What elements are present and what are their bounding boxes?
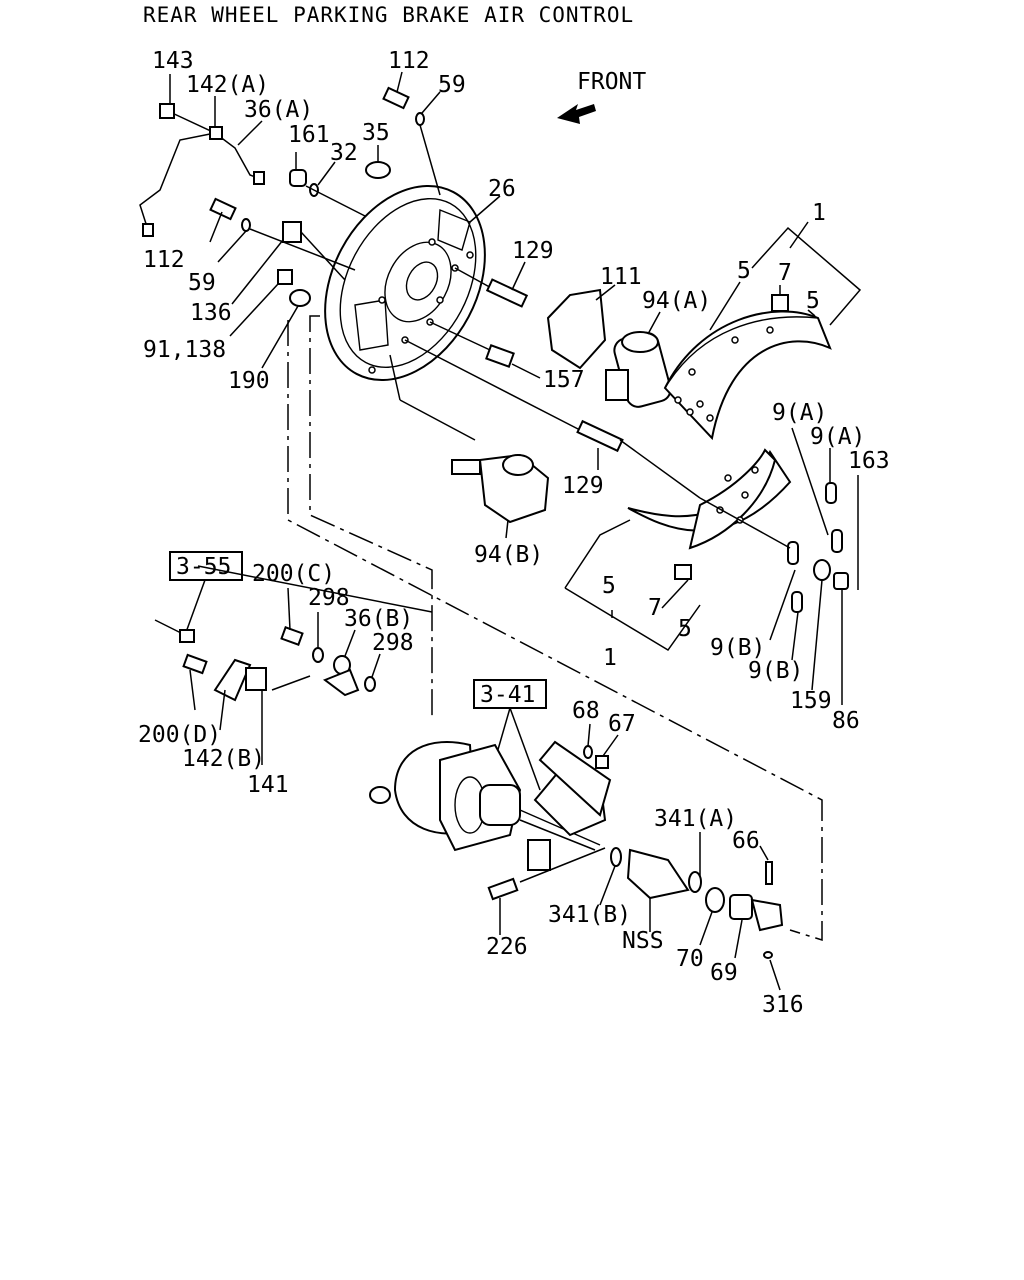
callout-1-upper: 1 bbox=[812, 200, 826, 226]
callouts: 143 142(A) 36(A) 112 59 161 32 35 26 112… bbox=[138, 48, 890, 1018]
callout-316: 316 bbox=[762, 992, 804, 1018]
callout-157: 157 bbox=[543, 367, 585, 393]
callout-36b: 36(B) bbox=[344, 606, 413, 632]
callout-226: 226 bbox=[486, 934, 528, 960]
callout-32: 32 bbox=[330, 140, 358, 166]
callout-298-upper: 298 bbox=[308, 585, 350, 611]
callout-141: 141 bbox=[247, 772, 289, 798]
air-hose bbox=[139, 103, 265, 237]
yoke-parts bbox=[487, 723, 784, 991]
callout-59-left: 59 bbox=[188, 270, 216, 296]
callout-94b: 94(B) bbox=[474, 542, 543, 568]
callout-5-lower-right: 5 bbox=[678, 616, 692, 642]
callout-142a: 142(A) bbox=[186, 72, 269, 98]
callout-7-upper: 7 bbox=[778, 260, 792, 286]
callout-67: 67 bbox=[608, 711, 636, 737]
callout-200d: 200(D) bbox=[138, 722, 221, 748]
brake-shoe-lower bbox=[564, 448, 792, 652]
anchor-studs bbox=[429, 261, 616, 379]
assembly-lines bbox=[287, 315, 823, 942]
callout-86: 86 bbox=[832, 708, 860, 734]
callout-129-lower: 129 bbox=[562, 473, 604, 499]
callout-161: 161 bbox=[288, 122, 330, 148]
brake-shoe-upper bbox=[663, 221, 862, 441]
hose-bolt-icon bbox=[159, 103, 175, 119]
callout-5-upper-right: 5 bbox=[806, 288, 820, 314]
callout-190: 190 bbox=[228, 368, 270, 394]
callout-200c: 200(C) bbox=[252, 561, 335, 587]
callout-nss: NSS bbox=[622, 928, 664, 954]
diagram-title: REAR WHEEL PARKING BRAKE AIR CONTROL bbox=[143, 3, 634, 27]
callout-7-lower: 7 bbox=[648, 595, 662, 621]
callout-94a: 94(A) bbox=[642, 288, 711, 314]
air-chamber bbox=[369, 740, 612, 883]
leader-lines-upper bbox=[169, 71, 501, 369]
callout-341b: 341(B) bbox=[548, 902, 631, 928]
callout-9b-upper: 9(B) bbox=[710, 635, 765, 661]
callout-9b-lower: 9(B) bbox=[748, 658, 803, 684]
callout-341a: 341(A) bbox=[654, 806, 737, 832]
callout-9a-left: 9(A) bbox=[772, 400, 827, 426]
callout-112-top: 112 bbox=[388, 48, 430, 74]
callout-111: 111 bbox=[600, 264, 642, 290]
callout-163: 163 bbox=[848, 448, 890, 474]
callout-91-138: 91,138 bbox=[143, 337, 226, 363]
ref-label-3-41: 3-41 bbox=[480, 682, 535, 708]
reference-3-41: 3-41 bbox=[473, 679, 547, 791]
callout-70: 70 bbox=[676, 946, 704, 972]
reference-3-55: 3-55 bbox=[169, 551, 243, 636]
brake-plate-111 bbox=[546, 288, 607, 370]
callout-35: 35 bbox=[362, 120, 390, 146]
callout-1-lower: 1 bbox=[603, 645, 617, 671]
front-label: FRONT bbox=[577, 69, 646, 95]
callout-143: 143 bbox=[152, 48, 194, 74]
wheel-cylinder-b bbox=[389, 339, 624, 539]
callout-66: 66 bbox=[732, 828, 760, 854]
callout-59-top: 59 bbox=[438, 72, 466, 98]
callout-26: 26 bbox=[488, 176, 516, 202]
callout-68: 68 bbox=[572, 698, 600, 724]
wheel-cylinder-a bbox=[605, 311, 672, 408]
callout-36a: 36(A) bbox=[244, 97, 313, 123]
front-indicator: FRONT bbox=[557, 69, 646, 124]
callout-112-left: 112 bbox=[143, 247, 185, 273]
springs-hardware bbox=[619, 427, 859, 705]
callout-69: 69 bbox=[710, 960, 738, 986]
lever-assembly bbox=[154, 565, 433, 765]
callout-5-upper-left: 5 bbox=[737, 258, 751, 284]
front-arrow-icon bbox=[557, 104, 596, 124]
callout-298-lower: 298 bbox=[372, 630, 414, 656]
callout-159: 159 bbox=[790, 688, 832, 714]
callout-5-lower-left: 5 bbox=[602, 573, 616, 599]
callout-129-upper: 129 bbox=[512, 238, 554, 264]
callout-142b: 142(B) bbox=[182, 746, 265, 772]
callout-136: 136 bbox=[190, 300, 232, 326]
backing-plate bbox=[324, 184, 486, 382]
callout-9a-right: 9(A) bbox=[810, 424, 865, 450]
